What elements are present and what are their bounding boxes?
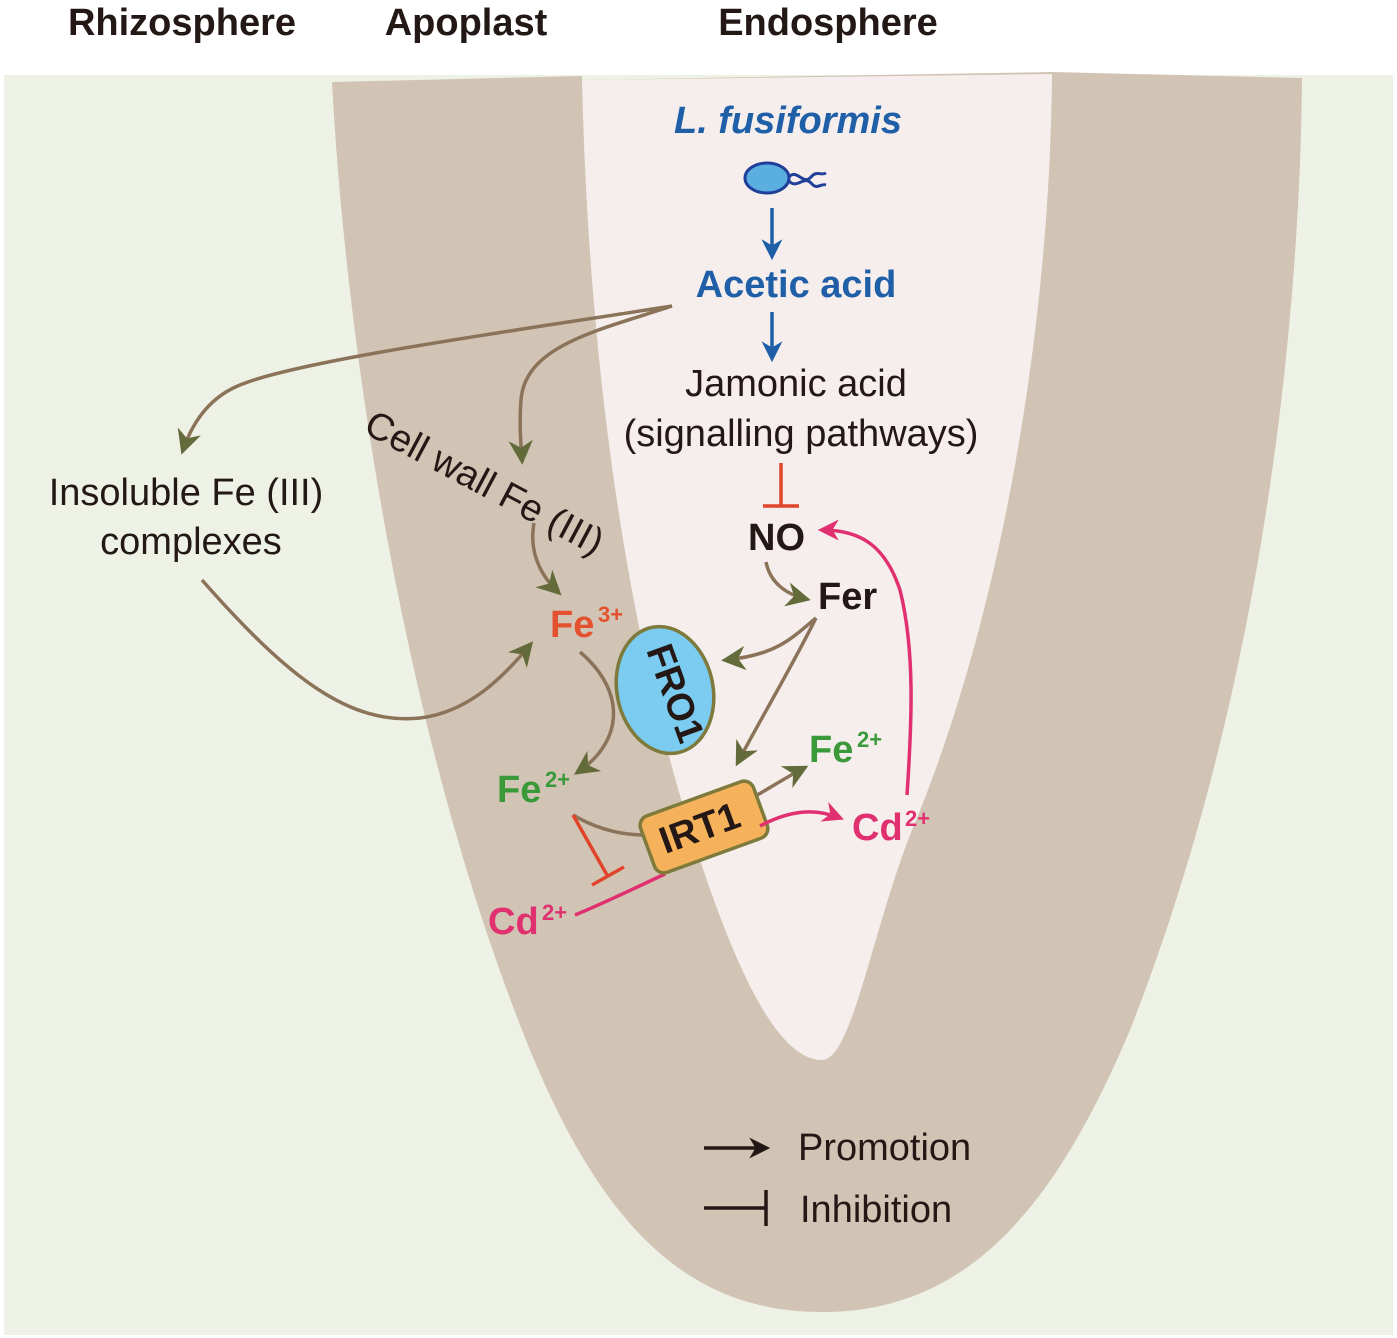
svg-text:Fe: Fe: [497, 769, 541, 811]
arrow-fe3-to-fe2: [573, 650, 616, 775]
fe2-right-label: Fe 2+: [809, 727, 882, 771]
svg-text:Fe: Fe: [809, 729, 853, 771]
no-label: NO: [748, 517, 805, 559]
svg-text:Fe: Fe: [550, 604, 594, 646]
legend-inhibition-label: Inhibition: [800, 1189, 952, 1231]
legend-promotion-label: Promotion: [798, 1127, 971, 1169]
svg-text:2+: 2+: [542, 900, 567, 925]
arrow-cd-to-no: [817, 519, 913, 796]
header-apoplast: Apoplast: [385, 2, 548, 44]
jasmonic-acid-label: Jamonic acid: [685, 363, 907, 405]
acetic-acid-label: Acetic acid: [696, 264, 897, 306]
cd-right-label: Cd 2+: [852, 806, 930, 849]
arrow-cellwall-to-fe3: [531, 522, 562, 596]
svg-text:2+: 2+: [905, 806, 930, 831]
arrow-fer-to-fro1: [721, 616, 818, 671]
svg-text:2+: 2+: [857, 727, 882, 752]
arrow-insoluble-to-fe3: [200, 578, 534, 721]
bacterium-label: L. fusiformis: [674, 100, 902, 142]
insoluble-fe-label: Insoluble Fe (III): [49, 472, 324, 514]
arrow-cd-into-irt1: [574, 872, 666, 917]
svg-text:3+: 3+: [598, 602, 623, 627]
svg-text:Cd: Cd: [852, 807, 903, 849]
arrow-fe2-into-irt1: [572, 813, 646, 837]
svg-text:Cd: Cd: [488, 901, 539, 943]
legend: Promotion Inhibition: [704, 1127, 971, 1231]
arrow-no-to-fer: [764, 561, 811, 607]
arrow-fer-to-irt1: [735, 617, 818, 767]
header-rhizosphere: Rhizosphere: [68, 2, 296, 44]
svg-text:2+: 2+: [545, 767, 570, 792]
arrow-acetic-to-cellwall: [508, 304, 673, 465]
header-endosphere: Endosphere: [718, 2, 938, 44]
fe3-label: Fe 3+: [550, 602, 623, 646]
inhibit-fe2-to-cd: [571, 814, 625, 887]
bacterium-icon: [743, 161, 827, 195]
inhibit-jasmonic-to-no: [763, 463, 799, 508]
insoluble-complexes-label: complexes: [100, 521, 282, 563]
arrow-acetic-to-insoluble: [177, 304, 673, 455]
fe2-left-label: Fe 2+: [497, 767, 570, 811]
fer-label: Fer: [818, 576, 877, 618]
fro1-protein: FRO1: [614, 624, 716, 756]
cd-left-label: Cd 2+: [488, 900, 567, 943]
arrow-irt1-to-cd: [759, 802, 844, 828]
jasmonic-pathway-label: (signalling pathways): [624, 413, 979, 455]
